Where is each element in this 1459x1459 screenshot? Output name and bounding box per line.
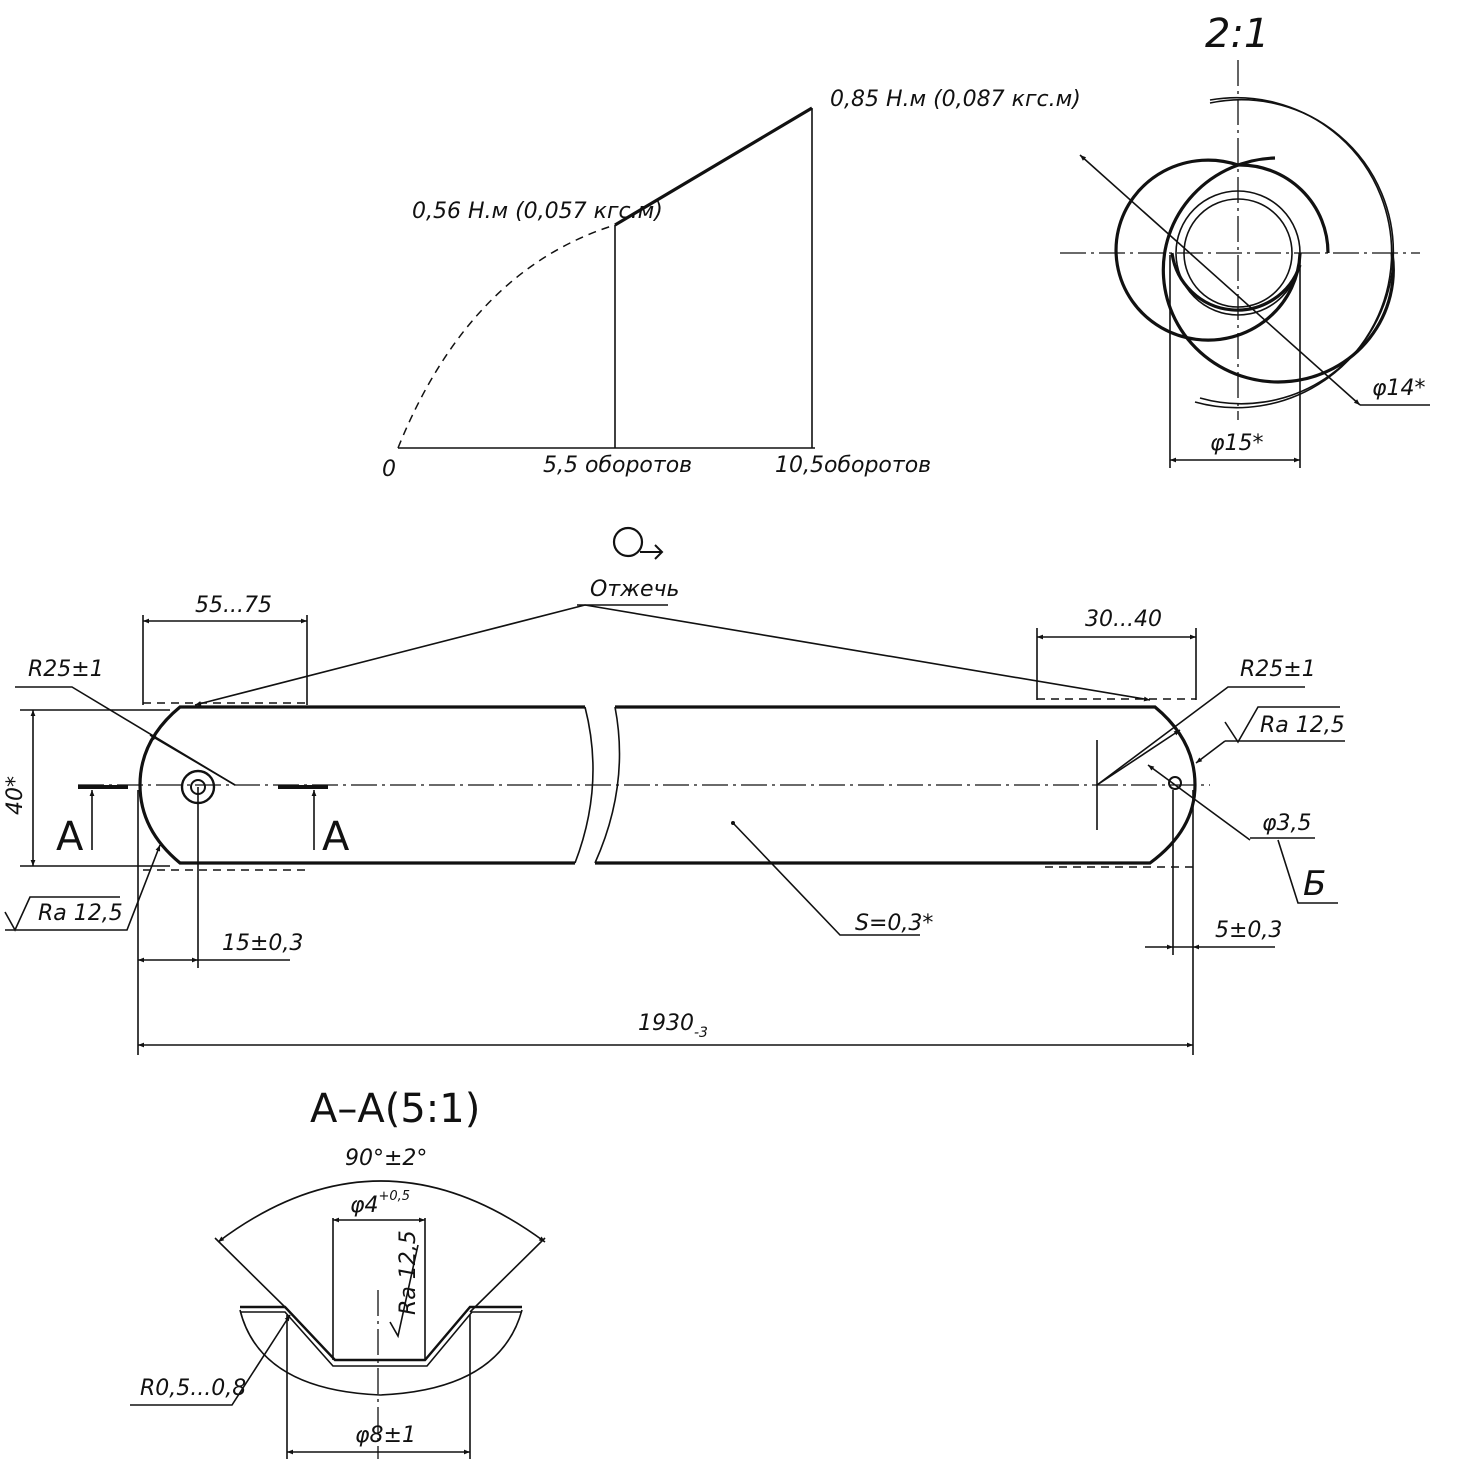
radius-left-label: R25±1: [28, 657, 104, 682]
section-hole-tolerance: +0,5: [379, 1189, 411, 1204]
torque-graph: 0,56 Н.м (0,057 кгс.м) 0,85 Н.м (0,087 к…: [382, 87, 1081, 482]
dim-left-anneal: 55...75: [195, 593, 272, 618]
torque-high-label: 0,85 Н.м (0,087 кгс.м): [830, 87, 1081, 112]
section-outer-dia: φ8±1: [355, 1423, 416, 1448]
section-mark-left: A: [56, 814, 84, 860]
section-a-a: A–A(5:1) 90°±2° φ4+0,5 Ra 12,5 R0,5...0,…: [130, 1086, 546, 1459]
section-hole-dia: φ4+0,5: [350, 1189, 410, 1218]
hole-offset-right-label: 5±0,3: [1215, 918, 1282, 943]
radius-right-label: R25±1: [1240, 657, 1316, 682]
anneal-note: Отжечь: [194, 526, 1151, 706]
detail-scale-label: 2:1: [1205, 11, 1269, 57]
roughness-left-label: Ra 12,5: [38, 901, 123, 926]
length-tolerance: -3: [694, 1025, 708, 1041]
turns-mid-label: 5,5 оборотов: [543, 453, 692, 478]
width-label: 40*: [3, 776, 28, 815]
spiral-view: φ14* φ15*: [1060, 60, 1430, 468]
anneal-symbol-icon: [612, 526, 644, 558]
section-roughness-label: Ra 12,5: [396, 1230, 421, 1315]
origin-label: 0: [382, 457, 396, 482]
length-label: 1930-3: [638, 1011, 708, 1041]
hole-dia-label: φ3,5: [1262, 811, 1312, 836]
section-angle-label: 90°±2°: [345, 1146, 427, 1171]
section-title: A–A(5:1): [310, 1086, 480, 1132]
thickness-label: S=0,3*: [855, 911, 933, 936]
section-mark-right: A: [322, 814, 350, 860]
spiral-dia-outer: φ15*: [1210, 431, 1264, 456]
graph-torque-line: [614, 106, 813, 227]
dim-right-anneal: 30...40: [1085, 607, 1162, 632]
graph-dashed-curve: [397, 224, 616, 449]
strip-view: A A 55...75 30...40 R25±1 R25±1: [3, 593, 1345, 1055]
roughness-right-label: Ra 12,5: [1260, 713, 1345, 738]
torque-low-label: 0,56 Н.м (0,057 кгс.м): [412, 199, 663, 224]
section-radius-label: R0,5...0,8: [140, 1376, 246, 1401]
anneal-label: Отжечь: [590, 577, 679, 602]
hole-offset-left-label: 15±0,3: [222, 931, 303, 956]
section-hole-dia-value: φ4: [350, 1193, 379, 1218]
spiral-dia-inner: φ14*: [1372, 376, 1426, 401]
length-value: 1930: [638, 1011, 694, 1036]
turns-max-label: 10,5оборотов: [775, 453, 931, 478]
view-b-label: Б: [1303, 864, 1326, 904]
